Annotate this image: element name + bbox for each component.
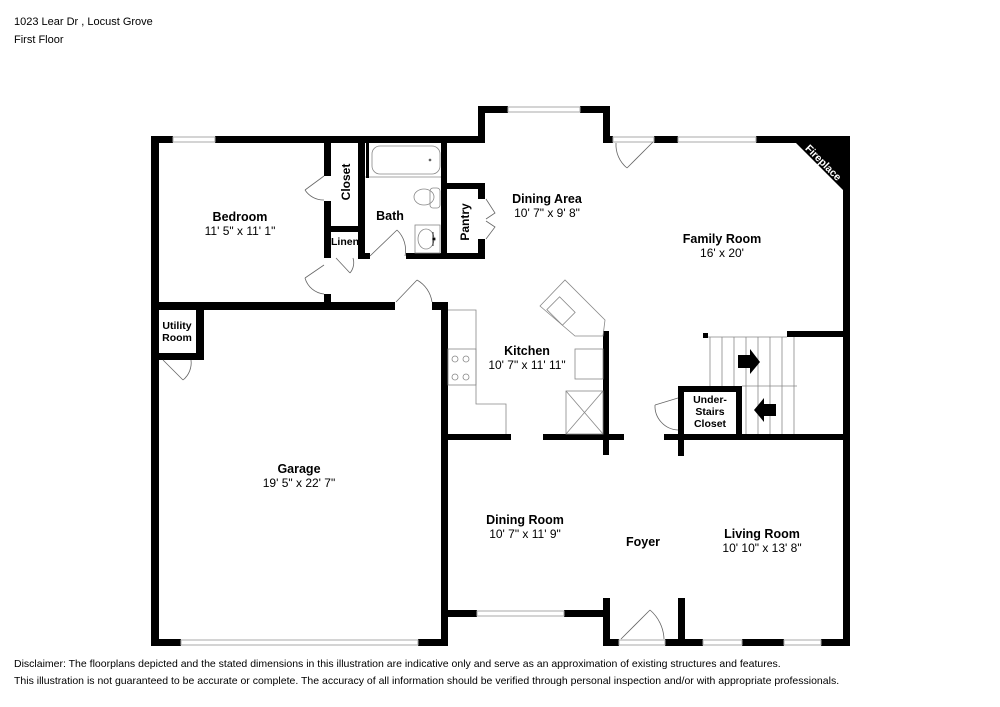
room-dims: 10' 10" x 13' 8" xyxy=(722,541,802,555)
doors xyxy=(162,141,679,640)
interior-walls xyxy=(151,136,850,456)
disclaimer-line-1: Disclaimer: The floorplans depicted and … xyxy=(14,658,781,670)
room-bath: Bath xyxy=(376,209,404,223)
exterior-walls xyxy=(151,106,850,646)
disclaimer-line-2: This illustration is not guaranteed to b… xyxy=(14,675,840,687)
room-name-line: Under- xyxy=(693,394,727,406)
room-name: Dining Room xyxy=(486,513,564,527)
room-kitchen: Kitchen 10' 7" x 11' 11" xyxy=(488,344,565,372)
room-dims: 19' 5" x 22' 7" xyxy=(262,476,336,490)
room-pantry: Pantry xyxy=(458,203,472,241)
room-dims: 10' 7" x 9' 8" xyxy=(514,206,580,220)
room-dims: 10' 7" x 11' 9" xyxy=(489,527,561,541)
room-closet: Closet xyxy=(339,163,353,201)
room-name: Dining Area xyxy=(512,192,582,206)
room-name: Bedroom xyxy=(212,210,268,224)
room-living-room: Living Room 10' 10" x 13' 8" xyxy=(722,527,801,555)
fireplace-shape xyxy=(796,143,850,197)
room-linen: Linen xyxy=(331,236,359,248)
room-dining-room: Dining Room 10' 7" x 11' 9" xyxy=(486,513,564,541)
room-name-line: Utility xyxy=(162,320,192,332)
room-dims: 10' 7" x 11' 11" xyxy=(488,358,566,372)
room-name-line: Room xyxy=(162,332,192,344)
floor-label: First Floor xyxy=(14,34,64,46)
room-name: Kitchen xyxy=(504,344,550,358)
address-label: 1023 Lear Dr , Locust Grove xyxy=(14,16,153,28)
room-dining-area: Dining Area 10' 7" x 9' 8" xyxy=(512,192,582,220)
room-under-stairs-closet: Under- Stairs Closet xyxy=(693,394,727,430)
room-name: Family Room xyxy=(682,232,762,246)
room-name: Garage xyxy=(277,462,321,476)
room-bedroom: Bedroom 11' 5" x 11' 1" xyxy=(205,210,276,238)
room-dims: 16' x 20' xyxy=(700,246,744,260)
arrow-right-icon xyxy=(738,349,760,374)
room-foyer: Foyer xyxy=(626,535,660,549)
room-name: Living Room xyxy=(724,527,800,541)
room-garage: Garage 19' 5" x 22' 7" xyxy=(263,462,335,490)
fixtures xyxy=(365,143,797,435)
room-name-line: Closet xyxy=(693,418,727,430)
room-name: Foyer xyxy=(625,535,661,549)
room-name: Bath xyxy=(376,209,404,223)
room-family-room: Family Room 16' x 20' xyxy=(683,232,762,260)
windows xyxy=(172,106,822,646)
room-dims: 11' 5" x 11' 1" xyxy=(204,224,276,238)
room-utility: Utility Room xyxy=(162,320,192,344)
room-name-line: Stairs xyxy=(695,406,725,418)
arrow-left-icon xyxy=(754,398,776,422)
stair-arrows xyxy=(738,349,776,422)
